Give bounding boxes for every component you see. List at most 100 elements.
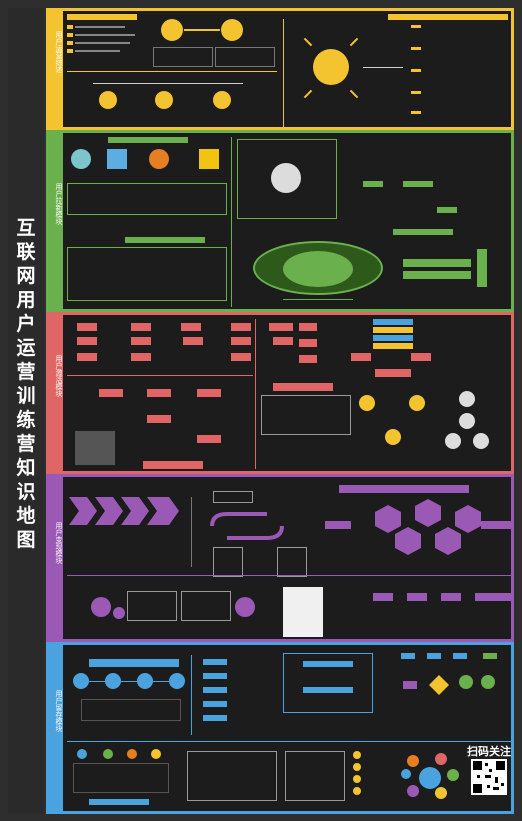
funnel-inner — [283, 251, 353, 287]
cluster-icon — [447, 769, 459, 781]
title-char: 户 — [16, 313, 36, 335]
label-bar — [203, 687, 227, 693]
stack-layer — [373, 327, 413, 333]
crowd-icon — [199, 149, 219, 169]
divider — [191, 655, 192, 735]
face-icon — [459, 413, 475, 429]
arrow — [303, 37, 313, 47]
flow-node — [147, 415, 171, 423]
header-bar — [89, 659, 179, 667]
title-char: 训 — [16, 385, 36, 407]
header-bar — [125, 237, 205, 243]
label-bar — [203, 715, 227, 721]
title-char: 营 — [16, 433, 36, 455]
text-block — [215, 47, 275, 67]
title-char: 互 — [16, 217, 36, 239]
person-icon — [127, 749, 137, 759]
section-overview: 用户运营综述 — [46, 8, 514, 130]
label-bar — [477, 249, 487, 287]
title-char: 知 — [16, 457, 36, 479]
stage-node — [213, 91, 231, 109]
chevron-flow — [69, 497, 179, 525]
flow-node — [99, 389, 123, 397]
main-title: 互 联 网 用 户 运 营 训 练 营 知 识 地 图 — [8, 8, 44, 814]
hexagon-node — [435, 527, 461, 555]
leaf-marker — [411, 91, 421, 94]
channel-node — [403, 181, 433, 187]
channel-node — [393, 229, 453, 235]
section-activation-content — [63, 315, 511, 471]
chevron-notes — [69, 533, 179, 563]
stage-node — [155, 91, 173, 109]
divider — [67, 71, 277, 72]
gift-icon — [149, 149, 169, 169]
text-block — [127, 591, 177, 621]
title-char: 联 — [16, 241, 36, 263]
section-activation-tab: 用户激活模块 — [49, 315, 63, 471]
section-monetization-tab: 用户变现模块 — [49, 477, 63, 639]
step-node — [77, 337, 97, 345]
label-bar — [203, 701, 227, 707]
stage-panel — [283, 653, 373, 713]
bullet-icon — [353, 763, 361, 771]
robot-image — [75, 431, 115, 465]
title-char: 图 — [16, 529, 36, 551]
flow-node — [169, 673, 185, 689]
label-bar — [403, 271, 471, 279]
flow-tree — [67, 247, 227, 301]
label-bar — [481, 521, 511, 529]
title-char: 识 — [16, 481, 36, 503]
step-node — [427, 653, 441, 659]
step-node — [375, 369, 411, 377]
decision-diamond — [429, 675, 449, 695]
header-bar — [67, 14, 137, 20]
cluster-icon — [435, 753, 447, 765]
step-node — [181, 323, 201, 331]
avatar-node — [385, 429, 401, 445]
globe-card — [237, 139, 337, 219]
section-overview-content — [63, 11, 511, 127]
section-retention-content: 扫码关注 — [63, 645, 511, 811]
text-block — [153, 47, 213, 67]
label-bar — [273, 383, 333, 391]
connector — [283, 299, 353, 300]
step-node — [407, 593, 427, 601]
arrow — [349, 89, 359, 99]
title-char: 网 — [16, 265, 36, 287]
divider — [231, 137, 232, 307]
step-node — [299, 355, 317, 363]
cluster-icon — [407, 755, 419, 767]
section-retention-tab: 用户留存模块 — [49, 645, 63, 811]
check-icon — [481, 675, 495, 689]
step-node — [475, 593, 495, 601]
label-bar — [339, 485, 469, 493]
section-overview-label: 用户运营综述 — [55, 31, 63, 73]
text-line — [75, 26, 125, 28]
text-block — [213, 547, 243, 577]
title-char: 地 — [16, 505, 36, 527]
person-icon — [77, 749, 87, 759]
stage-bar — [303, 687, 353, 693]
step-node — [231, 323, 251, 331]
person-icon — [151, 749, 161, 759]
arrow — [349, 37, 359, 47]
label-bar — [203, 673, 227, 679]
section-activation: 用户激活模块 — [46, 312, 514, 474]
data-table — [285, 751, 345, 801]
step-node — [483, 653, 497, 659]
concept-node — [221, 19, 243, 41]
section-retention: 用户留存模块 — [46, 642, 514, 814]
step-node — [231, 337, 251, 345]
label-bar — [403, 259, 471, 267]
globe-icon — [271, 163, 301, 193]
label-bar — [89, 799, 149, 805]
stage-bar — [303, 661, 353, 667]
step-node — [299, 339, 317, 347]
qr-code[interactable] — [471, 759, 507, 795]
bullet — [67, 33, 73, 37]
bullet-icon — [353, 787, 361, 795]
connector — [89, 681, 169, 682]
thumbs-up-icon — [419, 767, 441, 789]
shop-icon — [107, 149, 127, 169]
main-title-text: 互 联 网 用 户 运 营 训 练 营 知 识 地 图 — [8, 216, 44, 552]
